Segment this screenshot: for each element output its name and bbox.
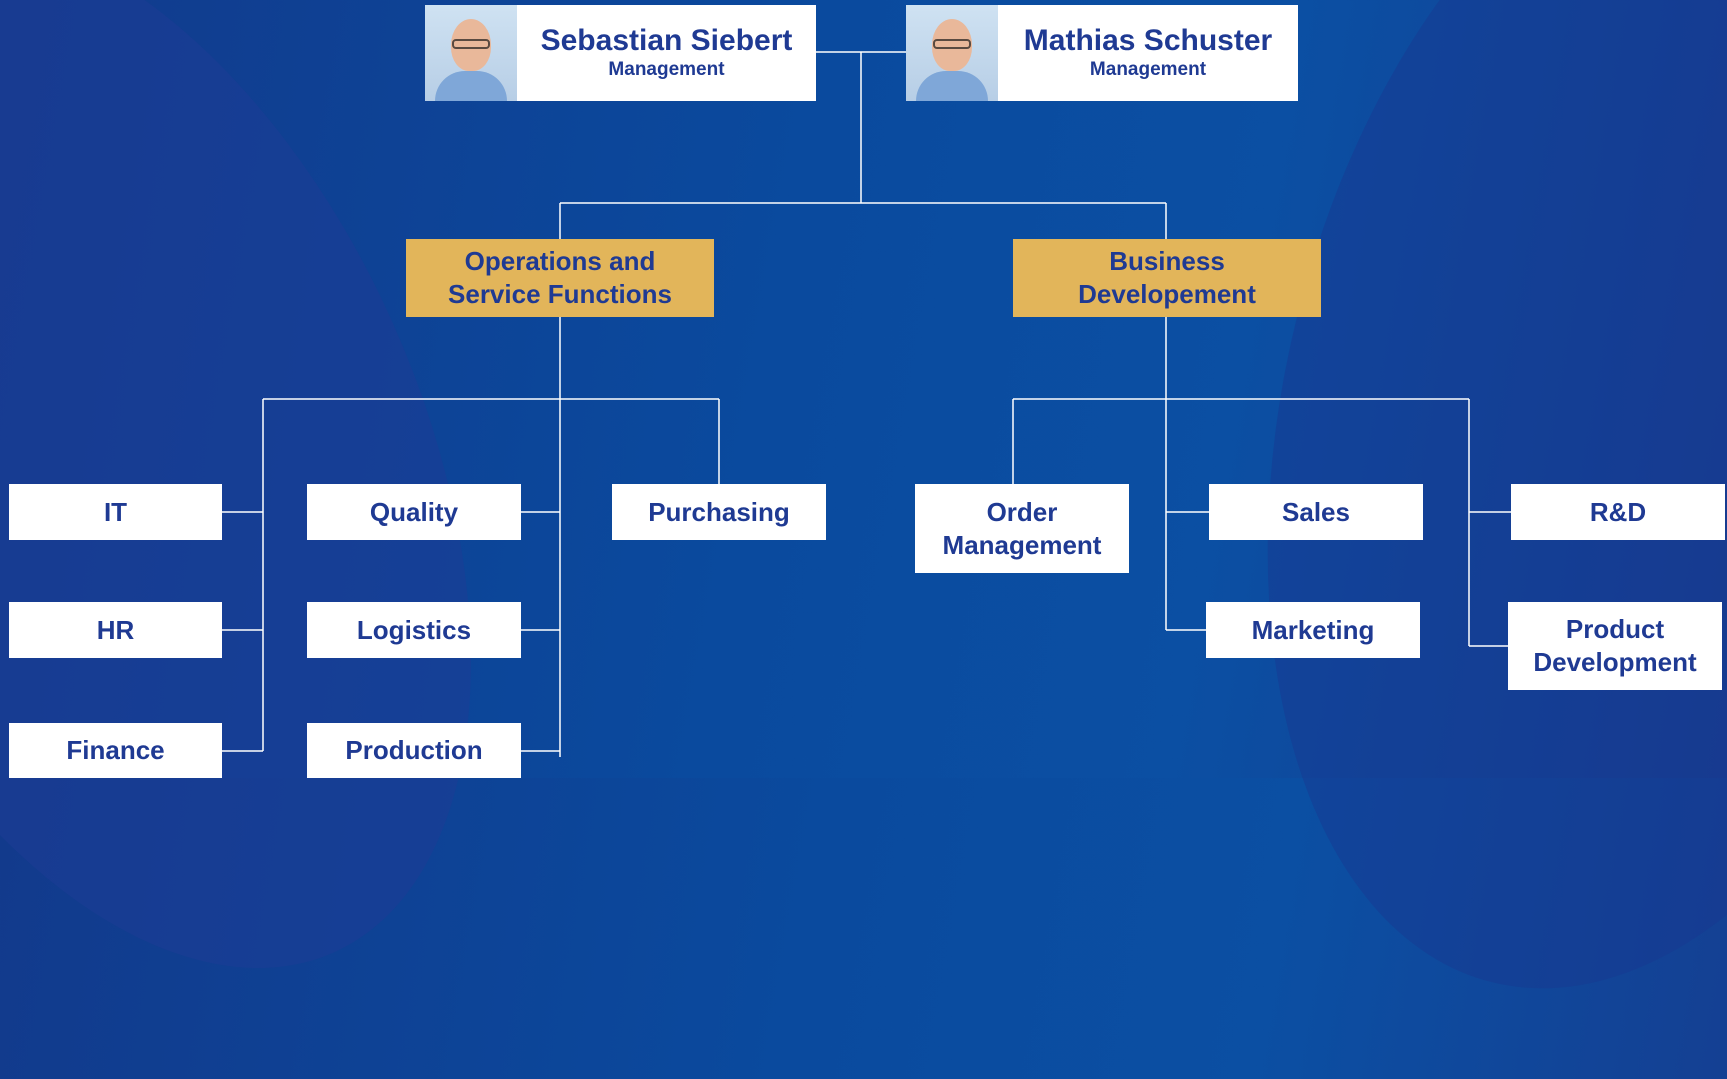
portrait-photo [425,5,517,101]
manager-card-schuster: Mathias Schuster Management [906,5,1298,101]
department-quality: Quality [307,484,521,540]
department-marketing: Marketing [1206,602,1420,658]
portrait-photo [906,5,998,101]
manager-role: Management [608,59,725,80]
manager-name: Sebastian Siebert [540,24,793,57]
department-hr: HR [9,602,222,658]
department-production: Production [307,723,521,778]
department-it: IT [9,484,222,540]
division-business: Business Developement [1013,239,1321,317]
connector-operations [222,317,720,757]
department-purchasing: Purchasing [612,484,826,540]
department-logistics: Logistics [307,602,521,658]
manager-card-siebert: Sebastian Siebert Management [425,5,816,101]
division-operations: Operations and Service Functions [406,239,714,317]
connector-business [1012,317,1511,647]
connector-lines [0,0,1727,778]
connector-management [816,51,906,203]
manager-role: Management [1089,59,1207,80]
department-finance: Finance [9,723,222,778]
manager-name: Mathias Schuster [1023,24,1273,57]
department-order-management: Order Management [915,484,1129,573]
department-sales: Sales [1209,484,1423,540]
connector-divisions [559,202,1167,239]
department-rnd: R&D [1511,484,1725,540]
department-product-development: Product Development [1508,602,1722,690]
